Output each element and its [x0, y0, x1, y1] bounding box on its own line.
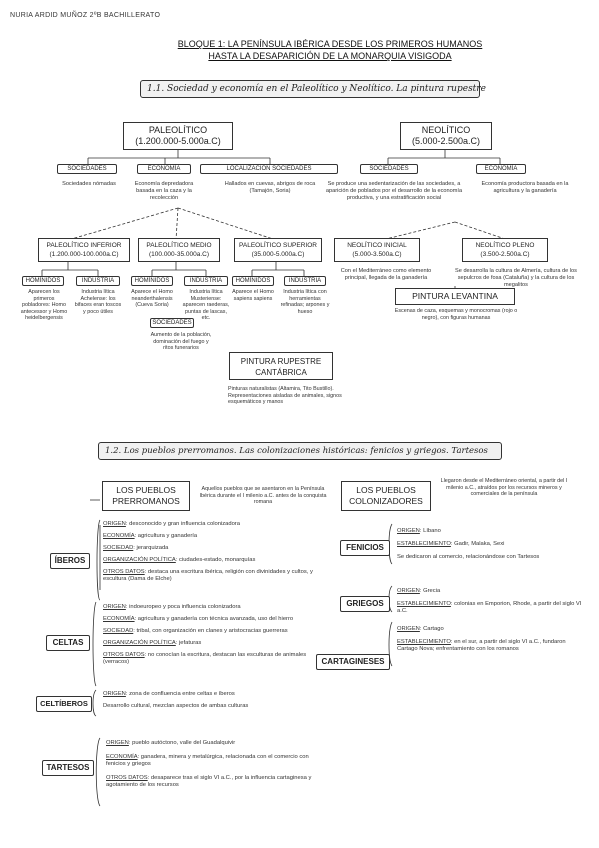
neo-text-sociedades: Se produce una sedentarización de las so…: [325, 181, 463, 201]
fenicios-label: FENICIOS: [340, 540, 390, 556]
detail-row: ORIGEN: zona de confluencia entre celtas…: [103, 691, 235, 697]
paleo-tag-localizacion: LOCALIZACION SOCIEDADES: [200, 164, 338, 174]
neo-text-economia: Economía productora basada en la agricul…: [481, 181, 569, 194]
iberos-label: ÍBEROS: [50, 553, 90, 569]
subtext-hominidos-sup: Aparece el Homo sapiens sapiens: [232, 289, 274, 302]
subtext-hominidos-med: Aparece el Homo neanderthalensis (Cueva …: [131, 289, 173, 309]
detail-row: ORIGEN: desconocido y gran influencia co…: [103, 521, 240, 527]
detail-row: ECONOMÍA: agricultura y ganadería con té…: [103, 616, 294, 622]
neo-inicial-text: Con el Mediterráneo como elemento princi…: [340, 268, 432, 281]
title-line-2: HASTA LA DESAPARICIÓN DE LA MONARQUIA VI…: [208, 51, 452, 61]
author-header: NURIA ARDID MUÑOZ 2ºB BACHILLERATO: [10, 12, 161, 19]
prerromanos-text: Aquellos pueblos que se asentaron en la …: [199, 486, 327, 506]
paleolitico-dates: (1.200.000-5.000a.C): [135, 136, 221, 146]
detail-row: Se dedicaron al comercio, relacionándose…: [397, 554, 540, 560]
subtag-sociedades-med: SOCIEDADES: [150, 318, 194, 328]
detail-row: ORIGEN: Grecia: [397, 588, 441, 594]
section-2-heading: 1.2. Los pueblos prerromanos. Las coloni…: [98, 442, 502, 460]
griegos-label: GRIEGOS: [340, 596, 390, 612]
period-title: PALEOLÍTICO INFERIOR: [46, 242, 122, 249]
paleo-text-sociedades: Sociedades nómadas: [62, 181, 116, 187]
celtiberos-details: ORIGEN: zona de confluencia entre celtas…: [103, 691, 323, 710]
prerromanos-box: LOS PUEBLOS PRERROMANOS: [102, 481, 190, 511]
tartesos-label: TARTESOS: [42, 760, 94, 776]
section-1-heading: 1.1. Sociedad y economía en el Paleolíti…: [140, 80, 486, 98]
detail-row: Desarrollo cultural, mezclan aspectos de…: [103, 703, 249, 709]
period-title: PALEOLÍTICO SUPERIOR: [239, 242, 317, 249]
paleolitico-title: PALEOLÍTICO: [148, 125, 208, 135]
period-paleo-inferior: PALEOLÍTICO INFERIOR (1.200.000-100.000a…: [38, 238, 130, 262]
subtag-hominidos-sup: HOMÍNIDOS: [232, 276, 274, 286]
period-paleo-medio: PALEOLÍTICO MEDIO (100.000-35.000a.C): [138, 238, 220, 262]
detail-row: ESTABLECIMIENTO: en el sur, a partir del…: [397, 639, 566, 652]
subtag-industria-inf: INDUSTRIA: [76, 276, 120, 286]
tartesos-details: ORIGEN: pueblo autóctono, valle del Guad…: [106, 740, 326, 789]
colonizadores-text: Llegaron desde el Mediterráneo oriental,…: [440, 478, 568, 498]
period-dates: (5.000-3.500a.C): [352, 251, 402, 258]
fenicios-details: ORIGEN: Líbano ESTABLECIMIENTO: Gadir, M…: [397, 528, 583, 561]
celtas-details: ORIGEN: indoeuropeo y poca influencia co…: [103, 604, 333, 666]
title-line-1: BLOQUE 1: LA PENÍNSULA IBÉRICA DESDE LOS…: [177, 39, 483, 49]
paleolitico-box: PALEOLÍTICO (1.200.000-5.000a.C): [123, 122, 233, 150]
detail-row: ORIGEN: Líbano: [397, 528, 441, 534]
subtext-industria-sup: Industria lítica con herramientas refina…: [280, 289, 330, 315]
period-dates: (1.200.000-100.000a.C): [49, 251, 119, 258]
detail-row: OTROS DATOS: desaparece tras el siglo VI…: [106, 775, 312, 788]
period-title: NEOLÍTICO PLENO: [475, 242, 535, 249]
detail-row: ESTABLECIMIENTO: colonias en Emporion, R…: [397, 601, 582, 614]
detail-row: ORIGEN: indoeuropeo y poca influencia co…: [103, 604, 241, 610]
detail-row: ORIGEN: pueblo autóctono, valle del Guad…: [106, 740, 236, 746]
period-dates: (100.000-35.000a.C): [149, 251, 209, 258]
period-title: PALEOLÍTICO MEDIO: [146, 242, 212, 249]
subtag-hominidos-inf: HOMÍNIDOS: [22, 276, 64, 286]
detail-row: ORGANIZACIÓN POLÍTICA: jefaturas: [103, 640, 202, 646]
celtiberos-label: CELTÍBEROS: [36, 696, 92, 712]
period-dates: (3.500-2.500a.C): [480, 251, 530, 258]
subtext-hominidos-inf: Aparecen los primeros pobladores: Homo a…: [20, 289, 68, 322]
neolitico-box: NEOLÍTICO (5.000-2.500a.C): [400, 122, 492, 150]
paleo-text-localizacion: Hallados en cuevas, abrigos de roca (Tam…: [224, 181, 316, 194]
neo-tag-economia: ECONOMÍA: [476, 164, 526, 174]
detail-row: SOCIEDAD: jerarquizada: [103, 545, 169, 551]
subtext-industria-inf: Industria lítica Achelense: los bifaces …: [74, 289, 122, 315]
paleo-tag-economia: ECONOMÍA: [137, 164, 191, 174]
subtag-industria-med: INDUSTRIA: [184, 276, 228, 286]
detail-row: OTROS DATOS: no conocían la escritura, d…: [103, 652, 307, 665]
iberos-details: ORIGEN: desconocido y gran influencia co…: [103, 521, 333, 583]
detail-row: SOCIEDAD: tribal, con organización en cl…: [103, 628, 288, 634]
detail-row: ECONOMÍA: ganadera, minera y metalúrgica…: [106, 754, 309, 767]
period-title: NEOLÍTICO INICIAL: [347, 242, 407, 249]
pintura-cantabrica-box: PINTURA RUPESTRE CANTÁBRICA: [229, 352, 333, 380]
paleo-tag-sociedades: SOCIEDADES: [57, 164, 117, 174]
paleo-text-economia: Economía depredadora basada en la caza y…: [134, 181, 194, 201]
period-neo-inicial: NEOLÍTICO INICIAL (5.000-3.500a.C): [334, 238, 420, 262]
subtext-industria-med: Industria lítica Musteriense: aparecen r…: [182, 289, 230, 322]
pintura-levantina-text: Escenas de caza, esquemas y monocromas (…: [394, 308, 518, 321]
subtext-sociedades-med: Aumento de la población, dominación del …: [150, 332, 212, 352]
period-dates: (35.000-5.000a.C): [251, 251, 305, 258]
griegos-details: ORIGEN: Grecia ESTABLECIMIENTO: colonias…: [397, 588, 583, 615]
neo-tag-sociedades: SOCIEDADES: [360, 164, 418, 174]
neolitico-dates: (5.000-2.500a.C): [411, 136, 481, 146]
cartagineses-details: ORIGEN: Cartago ESTABLECIMIENTO: en el s…: [397, 626, 583, 653]
detail-row: ORGANIZACIÓN POLÍTICA: ciudades-estado, …: [103, 557, 256, 563]
detail-row: ESTABLECIMIENTO: Gadir, Malaka, Sexi: [397, 541, 505, 547]
celtas-label: CELTAS: [46, 635, 90, 651]
detail-row: ECONOMÍA: agricultura y ganadería: [103, 533, 198, 539]
subtag-hominidos-med: HOMÍNIDOS: [131, 276, 173, 286]
colonizadores-box: LOS PUEBLOS COLONIZADORES: [341, 481, 431, 511]
detail-row: ORIGEN: Cartago: [397, 626, 444, 632]
pintura-cantabrica-text: Pinturas naturalistas (Altamira, Tito Bu…: [228, 386, 342, 406]
pintura-levantina-box: PINTURA LEVANTINA: [395, 288, 515, 305]
detail-row: OTROS DATOS: destaca una escritura ibéri…: [103, 569, 313, 582]
subtag-industria-sup: INDUSTRIA: [284, 276, 326, 286]
period-paleo-superior: PALEOLÍTICO SUPERIOR (35.000-5.000a.C): [234, 238, 322, 262]
period-neo-pleno: NEOLÍTICO PLENO (3.500-2.500a.C): [462, 238, 548, 262]
neolitico-title: NEOLÍTICO: [421, 125, 471, 135]
page-title: BLOQUE 1: LA PENÍNSULA IBÉRICA DESDE LOS…: [150, 38, 510, 62]
cartagineses-label: CARTAGINESES: [316, 654, 390, 670]
neo-pleno-text: Se desarrolla la cultura de Almería, cul…: [455, 268, 577, 288]
